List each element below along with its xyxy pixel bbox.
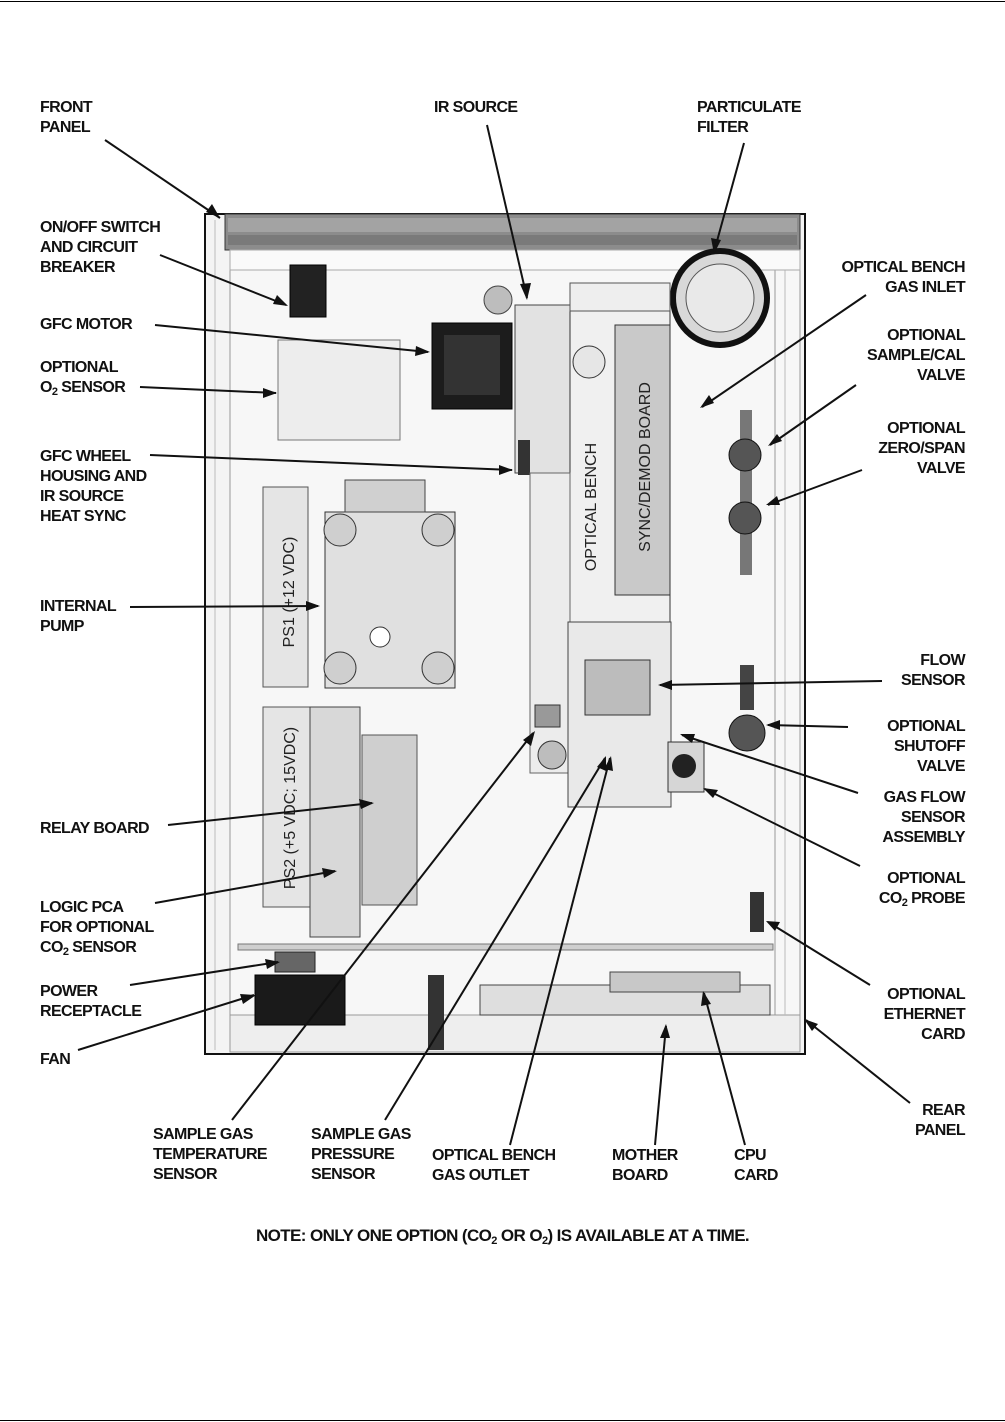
label-ir-source: IR SOURCE bbox=[434, 99, 518, 116]
leader-flow-sensor bbox=[659, 680, 883, 686]
leader-pressure-sensor bbox=[384, 757, 606, 1121]
cpu-card bbox=[609, 971, 741, 993]
leader-power-receptacle bbox=[129, 961, 279, 986]
leader-mother-board bbox=[654, 1025, 667, 1146]
leader-lines bbox=[77, 124, 911, 1146]
leader-zero-span bbox=[767, 469, 863, 506]
leader-co2-probe bbox=[704, 788, 861, 867]
label-logic-pca: LOGIC PCA FOR OPTIONAL CO2 SENSOR bbox=[40, 899, 154, 958]
leader-ir-source bbox=[486, 124, 528, 299]
leader-o2-sensor bbox=[139, 386, 277, 394]
leader-relay-board bbox=[167, 802, 373, 826]
leader-temp-sensor bbox=[231, 732, 534, 1121]
flow-sensor-block bbox=[584, 659, 651, 716]
leader-cpu-card bbox=[703, 992, 746, 1146]
leader-front-panel bbox=[104, 139, 221, 219]
sync-demod-board-label: SYNC/DEMOD BOARD bbox=[637, 382, 654, 552]
onoff-switch bbox=[289, 264, 327, 318]
leader-gas-flow-assembly bbox=[681, 734, 859, 794]
leader-logic-pca bbox=[154, 870, 336, 904]
leader-gfc-motor bbox=[154, 324, 429, 353]
shutoff-valve bbox=[728, 714, 766, 752]
leader-particulate-filter bbox=[713, 142, 745, 253]
power-receptacle bbox=[274, 951, 316, 973]
leader-onoff bbox=[159, 254, 287, 306]
leader-gas-outlet bbox=[509, 757, 611, 1146]
rear-panel-frame bbox=[229, 1014, 801, 1053]
leader-ethernet bbox=[767, 921, 871, 986]
leader-arrowheads bbox=[206, 204, 818, 1038]
label-relay-board: RELAY BOARD bbox=[40, 820, 150, 837]
sample-cal-valve bbox=[728, 438, 762, 472]
label-optional-o2-sensor: OPTIONAL O2 SENSOR bbox=[40, 359, 126, 398]
leader-rear-panel bbox=[805, 1019, 911, 1104]
optical-bench-label: OPTICAL BENCH bbox=[583, 443, 600, 571]
ps1 bbox=[262, 486, 309, 688]
fan bbox=[254, 974, 346, 1026]
leader-sample-cal bbox=[769, 384, 857, 446]
label-gfc-motor: GFC MOTOR bbox=[40, 316, 133, 333]
ps2-label: PS2 (+5 VDC; 15VDC) bbox=[282, 727, 299, 889]
relay-board bbox=[309, 706, 361, 938]
ps1-label: PS1 (+12 VDC) bbox=[281, 537, 298, 648]
ps2 bbox=[262, 706, 312, 908]
top-rule bbox=[0, 1, 1005, 2]
co2-probe bbox=[672, 754, 696, 778]
leader-shutoff bbox=[767, 724, 849, 728]
ethernet-card bbox=[750, 892, 764, 932]
zero-span-valve bbox=[728, 501, 762, 535]
optional-o2-sensor bbox=[277, 339, 401, 441]
leader-fan bbox=[77, 994, 255, 1051]
label-optional-co2-probe: OPTIONAL CO2 PROBE bbox=[878, 870, 966, 909]
sync-demod-board bbox=[614, 324, 671, 596]
availability-note: NOTE: ONLY ONE OPTION (CO2 OR O2) IS AVA… bbox=[255, 1226, 750, 1247]
leader-gfc-wheel bbox=[149, 454, 513, 471]
leader-internal-pump bbox=[129, 605, 319, 608]
leader-gas-inlet bbox=[701, 294, 867, 408]
bottom-rule bbox=[0, 1420, 1005, 1421]
label-fan: FAN bbox=[40, 1051, 71, 1068]
